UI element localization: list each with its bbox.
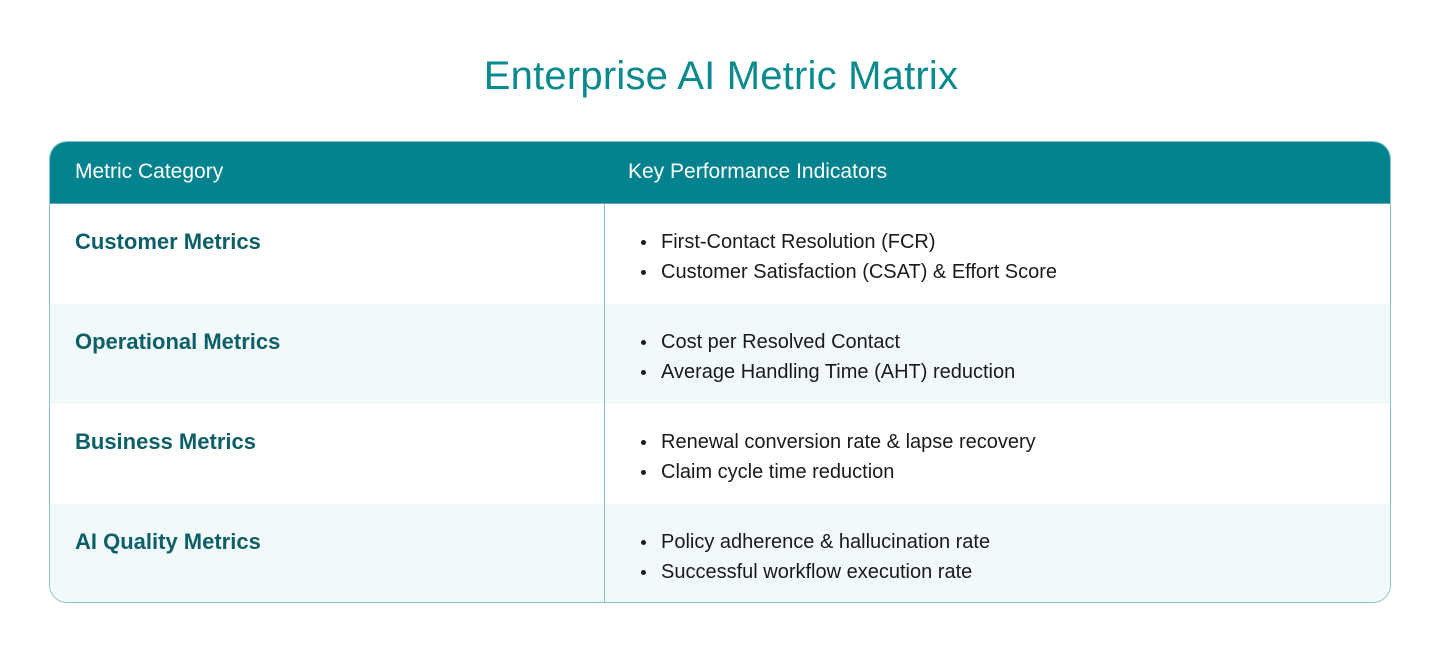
kpi-list: First-Contact Resolution (FCR) Customer …: [639, 227, 1390, 287]
kpi-cell: Renewal conversion rate & lapse recovery…: [605, 404, 1390, 504]
category-cell: Customer Metrics: [50, 204, 605, 304]
kpi-item: Average Handling Time (AHT) reduction: [639, 357, 1390, 387]
kpi-cell: Policy adherence & hallucination rate Su…: [605, 504, 1390, 602]
bullet-icon: [641, 440, 646, 445]
kpi-item: First-Contact Resolution (FCR): [639, 227, 1390, 257]
kpi-text: Average Handling Time (AHT) reduction: [661, 361, 1016, 383]
kpi-item: Claim cycle time reduction: [639, 457, 1390, 487]
kpi-list: Policy adherence & hallucination rate Su…: [639, 527, 1390, 587]
kpi-cell: Cost per Resolved Contact Average Handli…: [605, 304, 1390, 404]
kpi-text: Successful workflow execution rate: [661, 561, 973, 583]
bullet-icon: [641, 540, 646, 545]
bullet-icon: [641, 570, 646, 575]
table-row: Operational Metrics Cost per Resolved Co…: [50, 304, 1390, 404]
bullet-icon: [641, 240, 646, 245]
kpi-list: Cost per Resolved Contact Average Handli…: [639, 327, 1390, 387]
kpi-cell: First-Contact Resolution (FCR) Customer …: [605, 204, 1390, 304]
kpi-text: Cost per Resolved Contact: [661, 331, 901, 353]
kpi-item: Customer Satisfaction (CSAT) & Effort Sc…: [639, 257, 1390, 287]
kpi-text: Policy adherence & hallucination rate: [661, 531, 991, 553]
metric-matrix-table: Metric Category Key Performance Indicato…: [49, 141, 1391, 603]
bullet-icon: [641, 340, 646, 345]
kpi-text: First-Contact Resolution (FCR): [661, 231, 936, 253]
kpi-item: Policy adherence & hallucination rate: [639, 527, 1390, 557]
kpi-text: Customer Satisfaction (CSAT) & Effort Sc…: [661, 261, 1058, 283]
page-title: Enterprise AI Metric Matrix: [483, 54, 959, 98]
category-cell: Operational Metrics: [50, 304, 605, 404]
kpi-item: Successful workflow execution rate: [639, 557, 1390, 587]
kpi-list: Renewal conversion rate & lapse recovery…: [639, 427, 1390, 487]
header-key-performance-indicators: Key Performance Indicators: [628, 160, 888, 183]
table-header: Metric Category Key Performance Indicato…: [50, 142, 1390, 204]
bullet-icon: [641, 470, 646, 475]
kpi-text: Renewal conversion rate & lapse recovery: [661, 431, 1036, 453]
kpi-text: Claim cycle time reduction: [661, 461, 895, 483]
kpi-item: Cost per Resolved Contact: [639, 327, 1390, 357]
category-cell: AI Quality Metrics: [50, 504, 605, 602]
table-row: Business Metrics Renewal conversion rate…: [50, 404, 1390, 504]
table-row: Customer Metrics First-Contact Resolutio…: [50, 204, 1390, 304]
bullet-icon: [641, 370, 646, 375]
table-row: AI Quality Metrics Policy adherence & ha…: [50, 504, 1390, 602]
bullet-icon: [641, 270, 646, 275]
header-metric-category: Metric Category: [75, 160, 224, 183]
kpi-item: Renewal conversion rate & lapse recovery: [639, 427, 1390, 457]
category-cell: Business Metrics: [50, 404, 605, 504]
